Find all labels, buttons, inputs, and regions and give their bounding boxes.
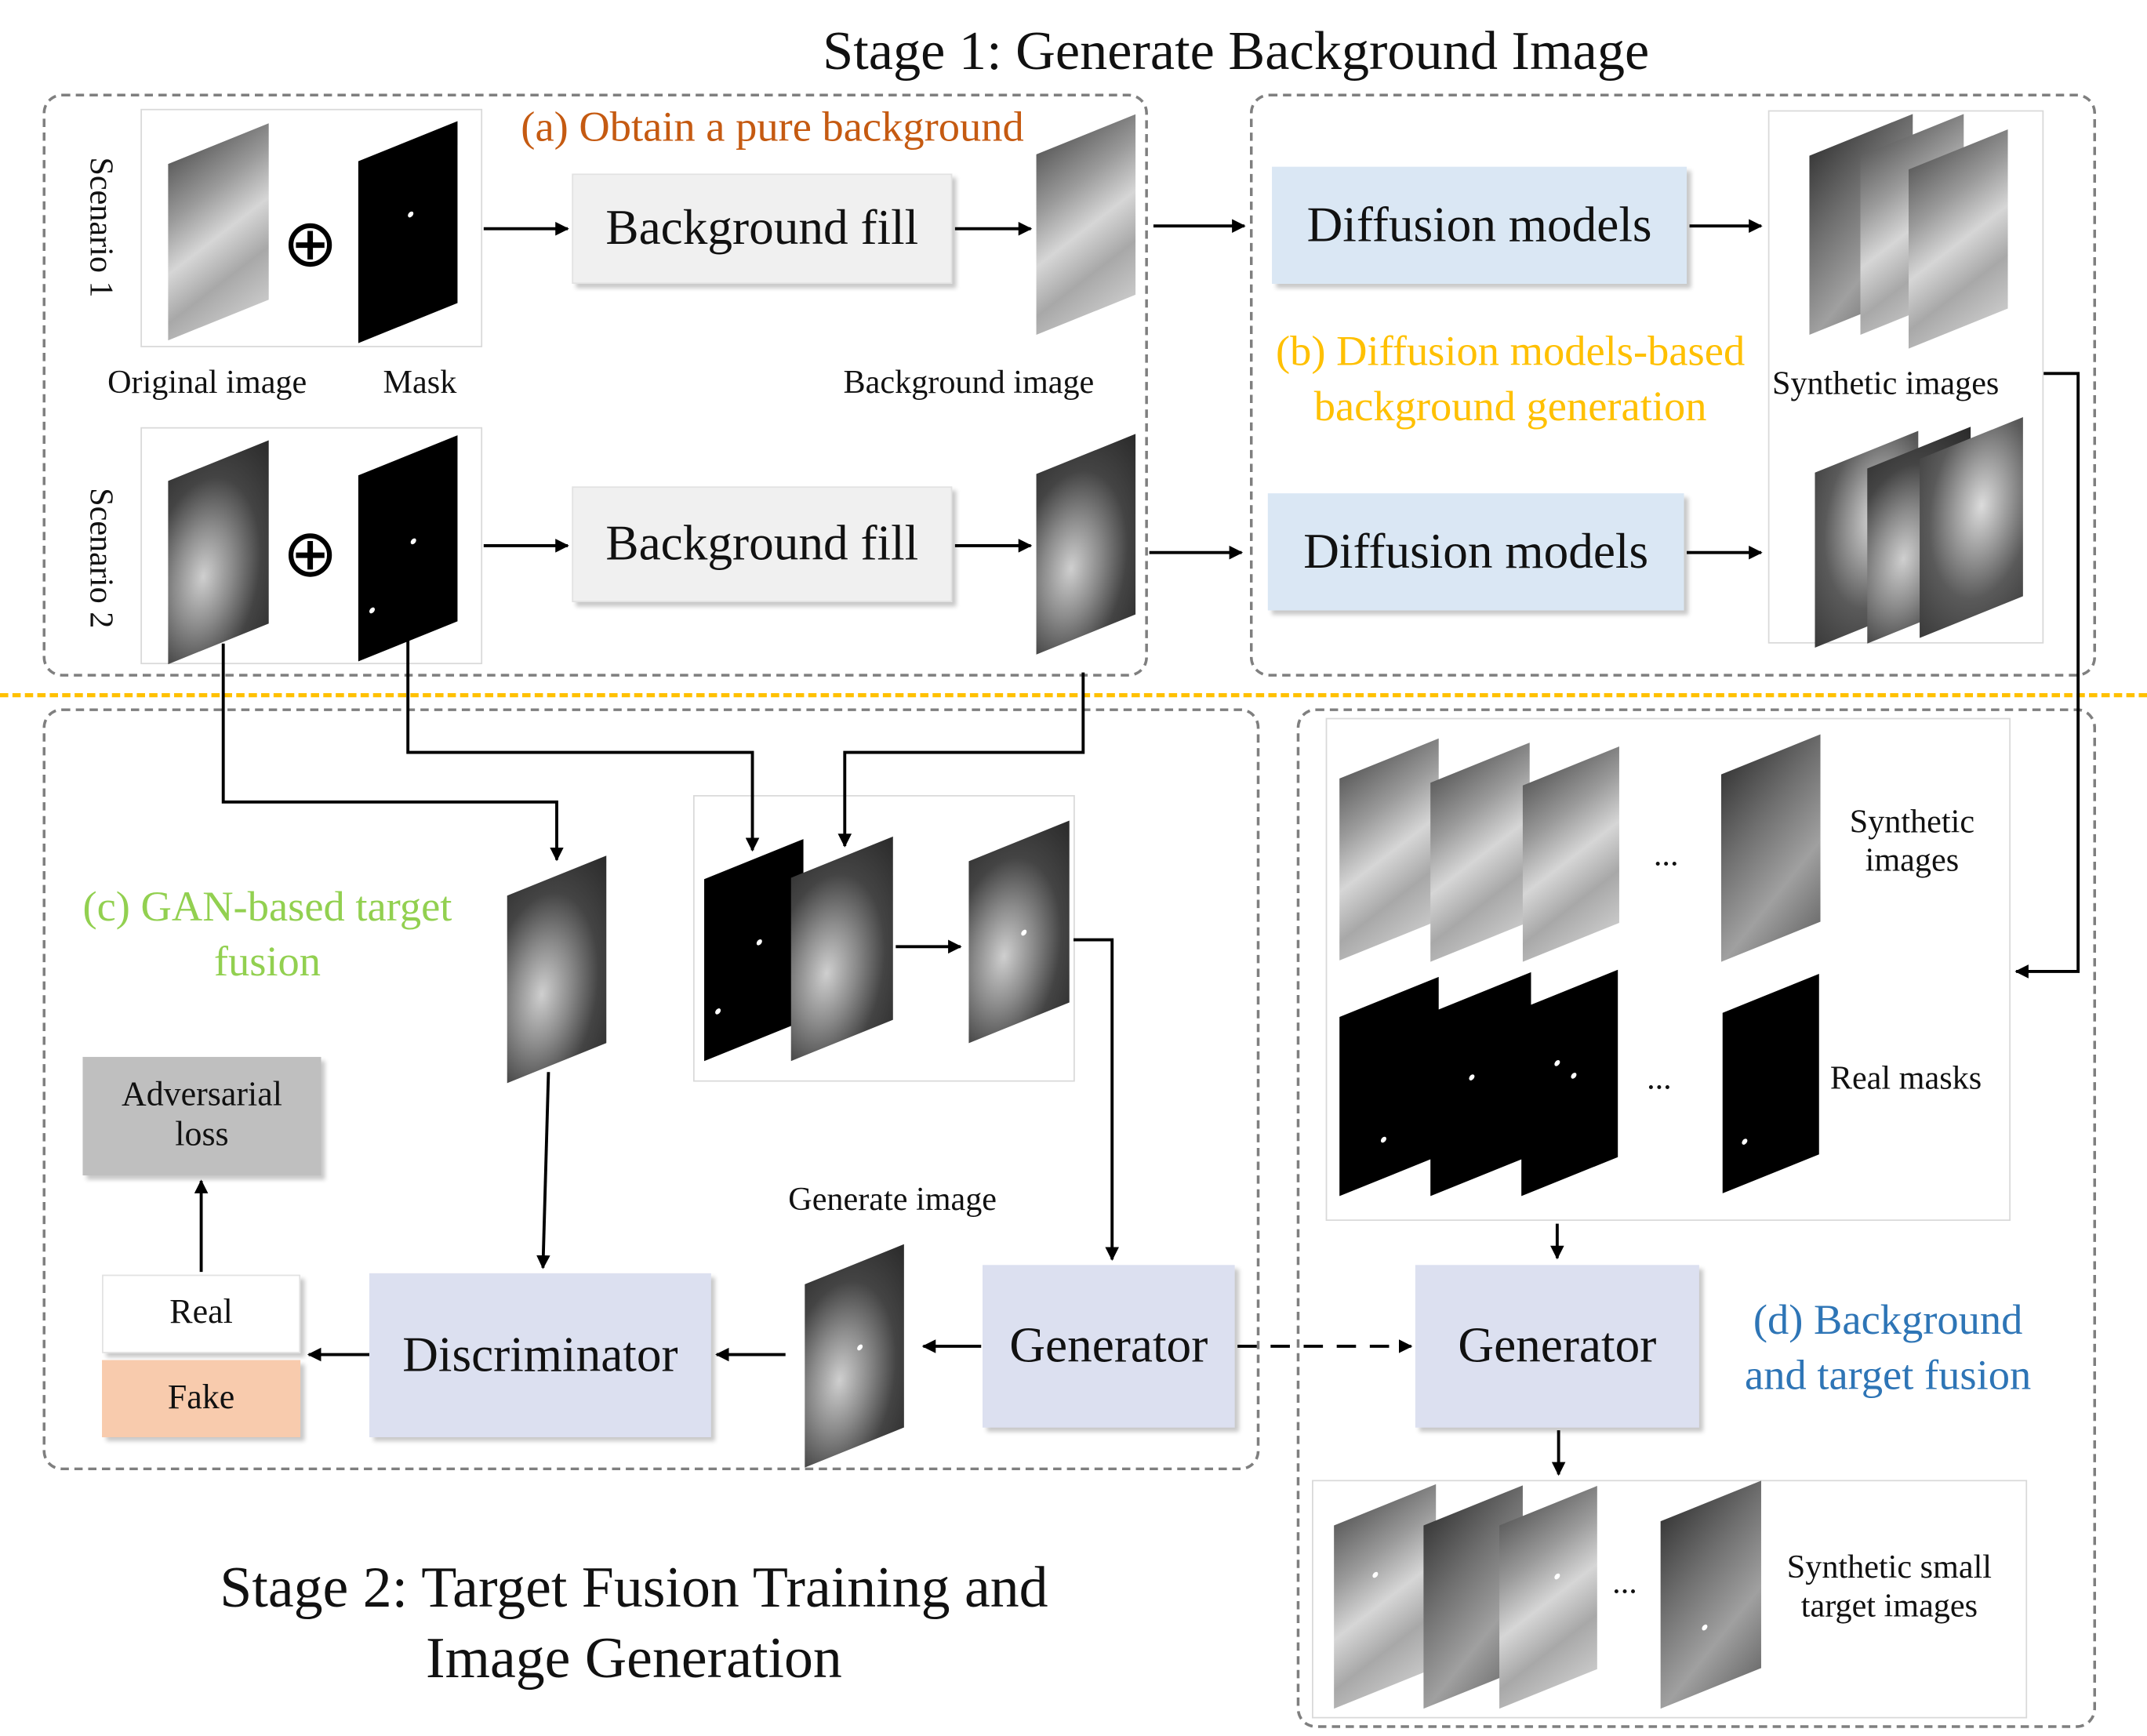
region-a bbox=[42, 93, 1148, 677]
mask-label: Mask bbox=[383, 365, 457, 401]
arrow bbox=[837, 672, 1085, 848]
section-a-title: (a) Obtain a pure background bbox=[521, 102, 1024, 151]
adversarial-loss-line1: Adversarial bbox=[121, 1076, 282, 1114]
section-c-title: (c) GAN-based target fusion bbox=[62, 879, 473, 990]
ellipsis: ... bbox=[1653, 837, 1679, 874]
section-c-line2: fusion bbox=[213, 937, 322, 986]
original-image-label: Original image bbox=[107, 365, 307, 401]
synthetic-images-label: Synthetic images bbox=[1772, 366, 2000, 403]
arrow bbox=[2014, 372, 2080, 979]
stage2-title-line2: Image Generation bbox=[426, 1627, 842, 1691]
synthetic-images-label-right: Synthetic images bbox=[1826, 804, 1999, 881]
section-b-line2: background generation bbox=[1313, 382, 1707, 430]
arrow bbox=[221, 643, 564, 862]
arrow bbox=[536, 1072, 550, 1269]
diffusion-models-box-1: Diffusion models bbox=[1272, 166, 1687, 285]
synthetic-small-line1: Synthetic small bbox=[1786, 1550, 1993, 1586]
arrow bbox=[1074, 938, 1120, 1262]
synthetic-images-line2: images bbox=[1865, 842, 1960, 879]
ellipsis: ... bbox=[1612, 1565, 1637, 1602]
background-fill-box-2: Background fill bbox=[572, 486, 953, 602]
adversarial-loss-box: Adversarial loss bbox=[82, 1056, 322, 1176]
section-b-title: (b) Diffusion models-based background ge… bbox=[1254, 324, 1767, 435]
circled-plus-icon: ⊕ bbox=[282, 515, 338, 593]
synthetic-small-label: Synthetic small target images bbox=[1765, 1550, 2013, 1626]
generate-image-label: Generate image bbox=[788, 1182, 997, 1218]
section-d-line1: (d) Background bbox=[1753, 1295, 2023, 1344]
stage1-title: Stage 1: Generate Background Image bbox=[823, 19, 1650, 82]
circled-plus-icon: ⊕ bbox=[282, 205, 338, 283]
stage-divider bbox=[0, 692, 2147, 698]
adversarial-loss-line2: loss bbox=[175, 1116, 229, 1153]
stage2-title: Stage 2: Target Fusion Training and Imag… bbox=[207, 1554, 1062, 1695]
synthetic-images-line1: Synthetic bbox=[1849, 804, 1975, 841]
section-c-line1: (c) GAN-based target bbox=[82, 881, 452, 931]
synthetic-small-line2: target images bbox=[1800, 1588, 1978, 1625]
region-c bbox=[42, 708, 1260, 1471]
arrow bbox=[406, 636, 760, 852]
section-d-title: (d) Background and target fusion bbox=[1723, 1292, 2054, 1404]
ellipsis: ... bbox=[1647, 1061, 1672, 1097]
fake-box: Fake bbox=[102, 1360, 301, 1437]
real-masks-label: Real masks bbox=[1829, 1061, 1982, 1097]
real-box: Real bbox=[102, 1274, 301, 1353]
section-b-line1: (b) Diffusion models-based bbox=[1276, 326, 1746, 376]
generator-box-right: Generator bbox=[1415, 1265, 1699, 1428]
diffusion-models-box-2: Diffusion models bbox=[1267, 493, 1684, 611]
discriminator-box: Discriminator bbox=[369, 1273, 711, 1437]
background-image-label: Background image bbox=[843, 365, 1095, 401]
section-d-line2: and target fusion bbox=[1745, 1350, 2032, 1400]
stage2-title-line1: Stage 2: Target Fusion Training and bbox=[220, 1556, 1048, 1621]
region-d bbox=[1296, 708, 2097, 1728]
background-fill-box-1: Background fill bbox=[572, 173, 953, 285]
generator-box-left: Generator bbox=[983, 1265, 1235, 1428]
region-b bbox=[1249, 93, 2097, 677]
